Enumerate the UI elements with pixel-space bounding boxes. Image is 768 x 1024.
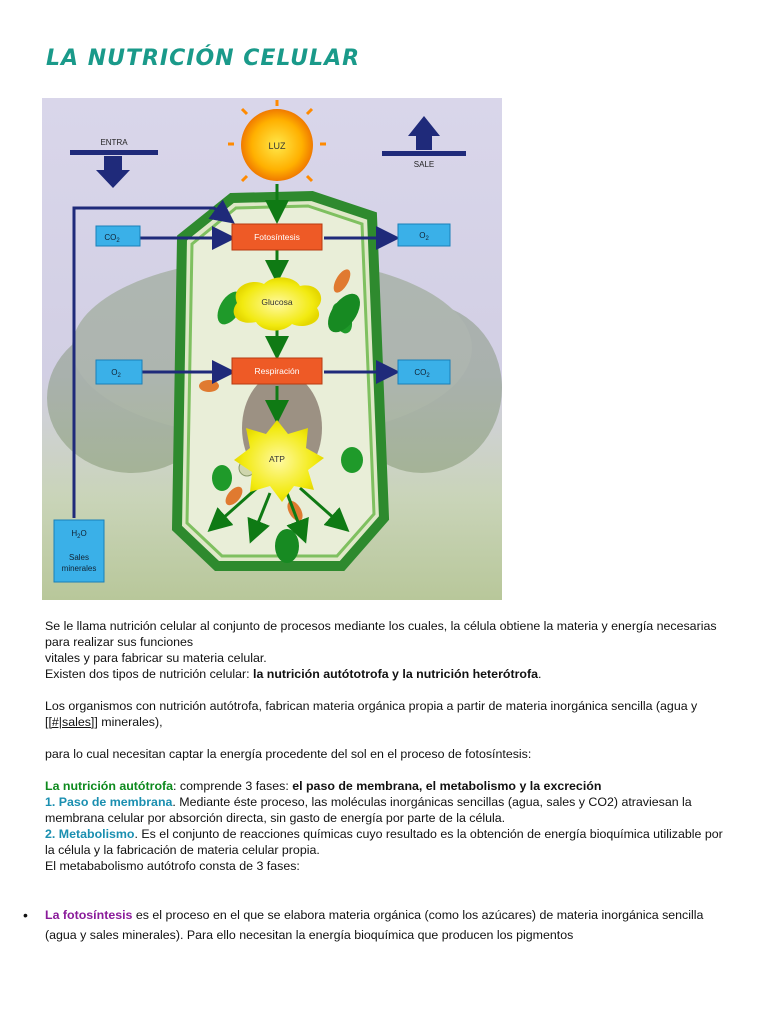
page-title: LA NUTRICIÓN CELULAR [46,46,361,71]
fotosintesis-box: Fotosíntesis [231,223,323,251]
svg-text:O2: O2 [111,368,121,379]
entra-sign: ENTRA [70,138,158,188]
membrane-text: . Mediante éste proceso, las moléculas i… [45,795,692,825]
h2o-minerals-box: H2O Sales minerales [53,519,105,583]
svg-text:minerales: minerales [62,564,97,573]
internal-flow-arrows [207,184,350,544]
body-text: Se le llama nutrición celular al conjunt… [45,618,725,874]
intro-text-2: vitales y para fabricar su materia celul… [45,651,267,665]
bullet-list: • La fotosíntesis es el proceso en el qu… [23,905,725,945]
glucosa-blob: Glucosa [233,277,322,331]
autotrophic-label: La nutrición autótrofa [45,779,174,793]
metabolism-phases-text: El metababolismo autótrofo consta de 3 f… [45,859,300,873]
paragraph-sun: para lo cual necesitan captar la energía… [45,747,532,761]
o2-input-box: O2 [95,359,143,385]
cell-nutrition-diagram: LUZ ENTRA SALE [42,98,502,600]
list-item: • La fotosíntesis es el proceso en el qu… [23,905,725,945]
types-text: Existen dos tipos de nutrición celular: [45,667,253,681]
photosynthesis-label: La fotosíntesis [45,908,133,922]
svg-text:O2: O2 [419,231,429,242]
svg-text:Fotosíntesis: Fotosíntesis [254,232,300,242]
luz-label: LUZ [268,141,286,151]
bullet-icon: • [23,907,28,923]
metabolism-text: . Es el conjunto de reacciones químicas … [45,827,723,857]
sun-icon: LUZ [228,100,326,194]
input-flow-lines [72,199,400,518]
sales-link[interactable]: [[#|sales]] [45,715,98,729]
photosynthesis-text: es el proceso en el que se elabora mater… [45,908,704,942]
sale-label: SALE [414,160,434,169]
phases-text: : comprende 3 fases: [173,779,293,793]
entra-label: ENTRA [100,138,128,147]
autotroph-text: Los organismos con nutrición autótrofa, … [45,699,698,713]
paragraph-phases: La nutrición autótrofa: comprende 3 fase… [45,778,725,874]
atp-blob: ATP [234,420,324,502]
svg-text:Glucosa: Glucosa [261,297,292,307]
svg-text:Respiración: Respiración [255,366,300,376]
paragraph-autotrophs: Los organismos con nutrición autótrofa, … [45,698,725,730]
sale-sign: SALE [382,116,466,169]
svg-text:CO2: CO2 [104,233,120,244]
svg-text:ATP: ATP [269,454,285,464]
paragraph-intro: Se le llama nutrición celular al conjunt… [45,618,725,682]
autotroph-text-end: minerales), [97,715,163,729]
respiracion-box: Respiración [231,357,323,385]
co2-input-box: CO2 [95,225,141,247]
membrane-label: 1. Paso de membrana [45,795,173,809]
co2-output-box: CO2 [397,359,451,385]
types-bold: la nutrición autótotrofa y la nutrición … [253,667,538,681]
intro-text: Se le llama nutrición celular al conjunt… [45,619,717,649]
diagram-svg: LUZ ENTRA SALE [42,98,502,600]
types-end: . [538,667,542,681]
metabolism-label: 2. Metabolismo [45,827,135,841]
o2-output-box: O2 [397,223,451,247]
svg-text:CO2: CO2 [414,368,430,379]
phases-bold: el paso de membrana, el metabolismo y la… [292,779,602,793]
svg-text:Sales: Sales [69,553,89,562]
svg-text:H2O: H2O [71,529,86,540]
